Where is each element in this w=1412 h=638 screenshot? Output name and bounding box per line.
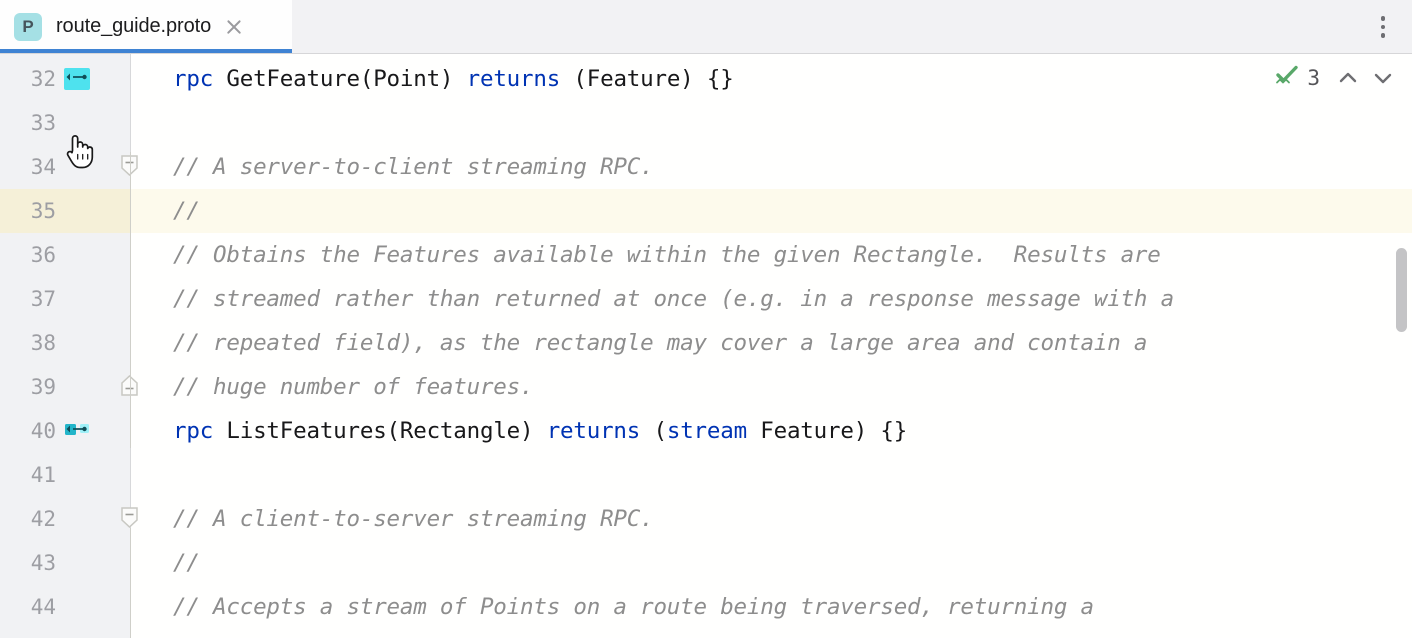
editor-gutter[interactable] — [0, 54, 131, 638]
code-line[interactable]: 36 // Obtains the Features available with… — [0, 233, 1412, 277]
code-token: ListFeatures(Rectangle) — [213, 418, 547, 444]
kebab-menu-icon[interactable] — [1368, 10, 1398, 44]
active-tab-indicator — [0, 49, 292, 53]
line-number[interactable]: 38 — [30, 331, 56, 355]
code-text[interactable]: // — [173, 541, 200, 585]
line-number[interactable]: 33 — [30, 111, 56, 135]
comment-token: // A server-to-client streaming RPC. — [173, 154, 654, 180]
chevron-up-icon[interactable] — [1333, 63, 1363, 93]
line-number[interactable]: 36 — [30, 243, 56, 267]
code-line[interactable]: 40 rpc ListFeatures(Rectangle) returns (s… — [0, 409, 1412, 453]
code-text[interactable]: // A client-to-server streaming RPC. — [173, 497, 654, 541]
chevron-down-icon[interactable] — [1368, 63, 1398, 93]
comment-token: // streamed rather than returned at once… — [173, 286, 1174, 312]
line-number[interactable]: 44 — [30, 595, 56, 619]
vertical-scrollbar[interactable] — [1395, 54, 1409, 638]
code-line[interactable]: 39 // huge number of features. — [0, 365, 1412, 409]
code-text[interactable]: rpc GetFeature(Point) returns (Feature) … — [173, 57, 734, 101]
scrollbar-thumb[interactable] — [1396, 248, 1407, 332]
inspection-ok-icon[interactable] — [1272, 61, 1302, 96]
code-token: Feature) {} — [746, 418, 908, 444]
comment-token: // A client-to-server streaming RPC. — [173, 506, 654, 532]
line-number[interactable]: 34 — [30, 155, 56, 179]
code-line[interactable]: 37 // streamed rather than returned at on… — [0, 277, 1412, 321]
code-text[interactable]: // huge number of features. — [173, 365, 534, 409]
fold-region-line — [129, 528, 132, 638]
code-line[interactable]: 32 rpc GetFeature(Point) returns (Feature… — [0, 57, 1412, 101]
code-line[interactable]: 43 // — [0, 541, 1412, 585]
grpc-service-gutter-icon[interactable] — [64, 420, 90, 442]
code-line[interactable]: 34 // A server-to-client streaming RPC. — [0, 145, 1412, 189]
kebab-dot — [1380, 33, 1386, 38]
close-icon[interactable] — [223, 16, 245, 38]
caret-line-highlight — [131, 189, 1412, 233]
code-text[interactable]: // Accepts a stream of Points on a route… — [173, 585, 1094, 629]
code-text[interactable]: // A server-to-client streaming RPC. — [173, 145, 654, 189]
comment-token: // Obtains the Features available within… — [173, 242, 1161, 268]
fold-region-line — [129, 152, 132, 448]
editor-tab-bar: P route_guide.proto — [0, 0, 1412, 54]
code-line[interactable]: 33 — [0, 101, 1412, 145]
code-line[interactable]: 35 // — [0, 189, 1412, 233]
kebab-dot — [1380, 24, 1386, 30]
comment-token: // — [173, 550, 200, 576]
proto-file-icon: P — [14, 12, 42, 41]
code-token: ( — [640, 418, 667, 444]
inspection-count: 3 — [1307, 66, 1320, 90]
code-line[interactable]: 42 // A client-to-server streaming RPC. — [0, 497, 1412, 541]
keyword-token: rpc — [173, 418, 214, 444]
tab-title: route_guide.proto — [56, 15, 212, 37]
code-token: GetFeature(Point) — [213, 66, 467, 92]
line-number[interactable]: 40 — [30, 419, 56, 443]
fold-collapse-icon[interactable] — [121, 507, 138, 529]
line-number[interactable]: 42 — [30, 507, 56, 531]
comment-token: // repeated field), as the rectangle may… — [173, 330, 1148, 356]
comment-token: // Accepts a stream of Points on a route… — [173, 594, 1094, 620]
line-number[interactable]: 43 — [30, 551, 56, 575]
line-number[interactable]: 39 — [30, 375, 56, 399]
tab-route-guide-proto[interactable]: P route_guide.proto — [0, 0, 292, 53]
kebab-dot — [1380, 16, 1386, 21]
code-line[interactable]: 41 — [0, 453, 1412, 497]
line-number[interactable]: 35 — [30, 199, 56, 223]
keyword-token: returns — [546, 418, 641, 444]
code-text[interactable]: // repeated field), as the rectangle may… — [173, 321, 1147, 365]
line-number[interactable]: 37 — [30, 287, 56, 311]
code-line[interactable]: 44 // Accepts a stream of Points on a rou… — [0, 585, 1412, 629]
code-text[interactable]: // streamed rather than returned at once… — [173, 277, 1174, 321]
code-token: (Feature) {} — [560, 66, 734, 92]
keyword-token: rpc — [173, 66, 214, 92]
comment-token: // — [173, 198, 200, 224]
keyword-token: stream — [666, 418, 747, 444]
inspection-widget: 3 — [1272, 62, 1398, 94]
code-text[interactable]: // — [173, 189, 200, 233]
keyword-token: returns — [466, 66, 561, 92]
code-line[interactable]: 38 // repeated field), as the rectangle m… — [0, 321, 1412, 365]
code-text[interactable]: // Obtains the Features available within… — [173, 233, 1161, 277]
code-text[interactable]: rpc ListFeatures(Rectangle) returns (str… — [173, 409, 907, 453]
comment-token: // huge number of features. — [173, 374, 534, 400]
grpc-service-gutter-icon[interactable] — [64, 68, 90, 90]
editor-code-area[interactable] — [131, 54, 1412, 638]
line-number[interactable]: 41 — [30, 463, 56, 487]
caret-line-gutter-highlight — [0, 189, 131, 233]
line-number[interactable]: 32 — [30, 67, 56, 91]
